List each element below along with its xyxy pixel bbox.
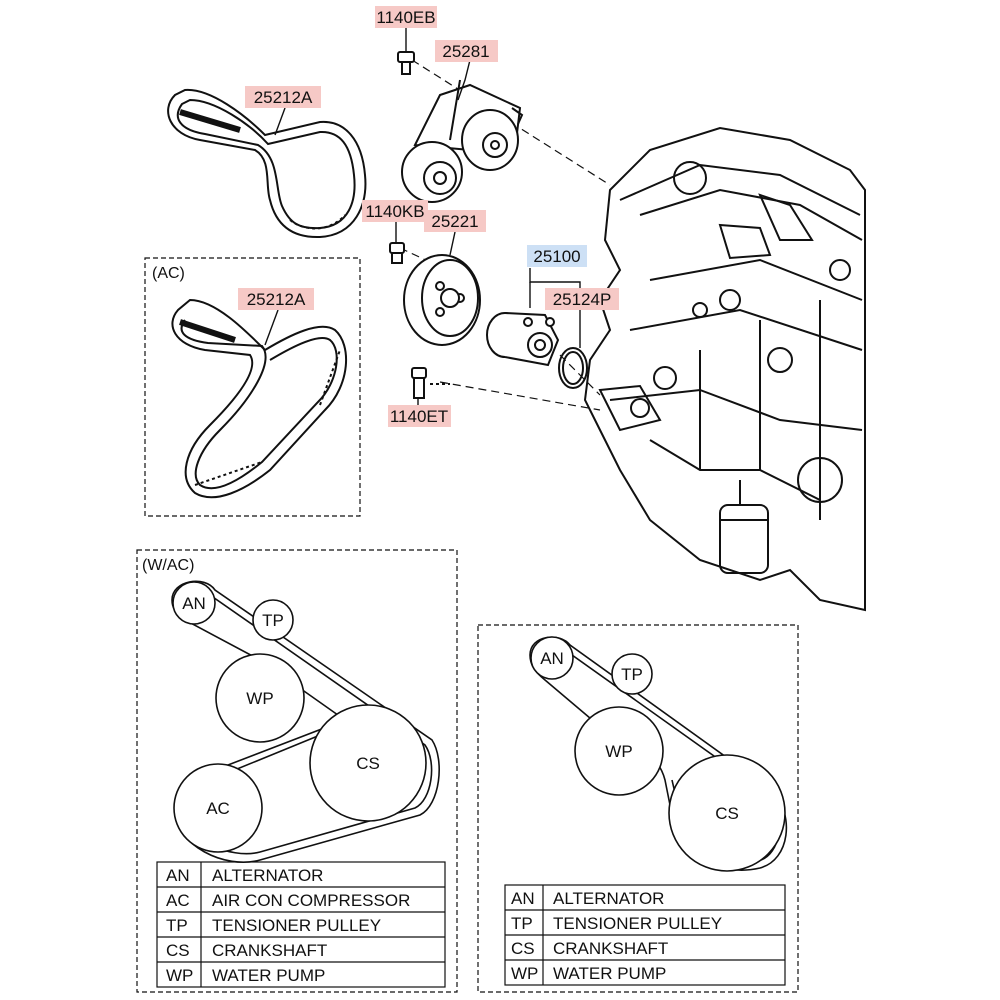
bolt-1140et-drawing [411, 367, 450, 399]
ac-section-title: (AC) [152, 265, 185, 282]
part-label-25212a: 25212A [254, 88, 313, 107]
part-label-25221: 25221 [431, 212, 478, 231]
wac-legend-code: WP [166, 966, 193, 985]
wac-legend-code: AN [166, 866, 190, 885]
part-label-bg [545, 288, 619, 310]
wac-legend-code: CS [166, 941, 190, 960]
part-label-1140et: 1140ET [390, 407, 448, 426]
wac-pulleys [172, 581, 427, 853]
assembly-label-bg [527, 245, 587, 267]
bolt-1140eb-drawing [397, 51, 415, 75]
noac-pulley-cs: CS [715, 804, 739, 823]
wac-pulley-ac: AC [206, 799, 230, 818]
wac-pulley-wp: WP [246, 689, 273, 708]
wac-pulley-an: AN [182, 594, 206, 613]
wac-legend-code: TP [166, 916, 188, 935]
part-label-1140eb: 1140EB [376, 8, 435, 27]
part-label-bg [245, 86, 321, 108]
engine-block [583, 126, 866, 612]
part-label-bg [362, 200, 428, 222]
part-label-25212a-ac: 25212A [247, 290, 306, 309]
ac-belt-drawing [171, 298, 348, 499]
noac-legend-code: CS [511, 939, 535, 958]
callout-leaders [264, 27, 581, 406]
wac-legend-name: AIR CON COMPRESSOR [212, 891, 410, 910]
tensioner-drawing [401, 79, 524, 203]
water-pump-drawing [486, 312, 560, 367]
bolt-1140kb-drawing [389, 242, 405, 264]
part-label-bg [238, 288, 314, 310]
wac-section-title: (W/AC) [142, 557, 194, 574]
noac-legend-name: CRANKSHAFT [553, 939, 668, 958]
noac-pulley-tp: TP [621, 665, 643, 684]
part-label-bg [375, 6, 437, 28]
noac-legend-code: AN [511, 889, 535, 908]
wac-pulley-tp: TP [262, 611, 284, 630]
part-label-25124p: 25124P [553, 290, 612, 309]
wac-legend-code: AC [166, 891, 190, 910]
gasket-drawing [558, 347, 588, 389]
noac-legend-name: TENSIONER PULLEY [553, 914, 722, 933]
part-label-25281: 25281 [442, 42, 489, 61]
noac-pulley-wp: WP [605, 742, 632, 761]
wac-legend-name: WATER PUMP [212, 966, 325, 985]
ac-belt-frame [144, 257, 361, 517]
part-label-25100: 25100 [533, 247, 580, 266]
part-label-bg [435, 40, 498, 62]
noac-legend-code: TP [511, 914, 533, 933]
wac-legend-name: CRANKSHAFT [212, 941, 327, 960]
noac-legend-name: WATER PUMP [553, 964, 666, 983]
belt-drawing [167, 88, 367, 239]
noac-legend-name: ALTERNATOR [553, 889, 664, 908]
noac-legend-code: WP [511, 964, 538, 983]
wac-legend-name: ALTERNATOR [212, 866, 323, 885]
part-label-bg [388, 405, 451, 427]
wac-routing-frame [136, 549, 458, 993]
noac-pulley-an: AN [540, 649, 564, 668]
part-label-bg [424, 210, 486, 232]
noac-pulleys [530, 636, 786, 872]
pulley-drawing [403, 254, 481, 346]
wac-legend-name: TENSIONER PULLEY [212, 916, 381, 935]
part-label-1140kb: 1140KB [365, 202, 424, 221]
wac-legend-table [156, 861, 446, 988]
noac-routing-frame [477, 624, 799, 993]
noac-legend-table [504, 884, 786, 986]
wac-pulley-cs: CS [356, 754, 380, 773]
